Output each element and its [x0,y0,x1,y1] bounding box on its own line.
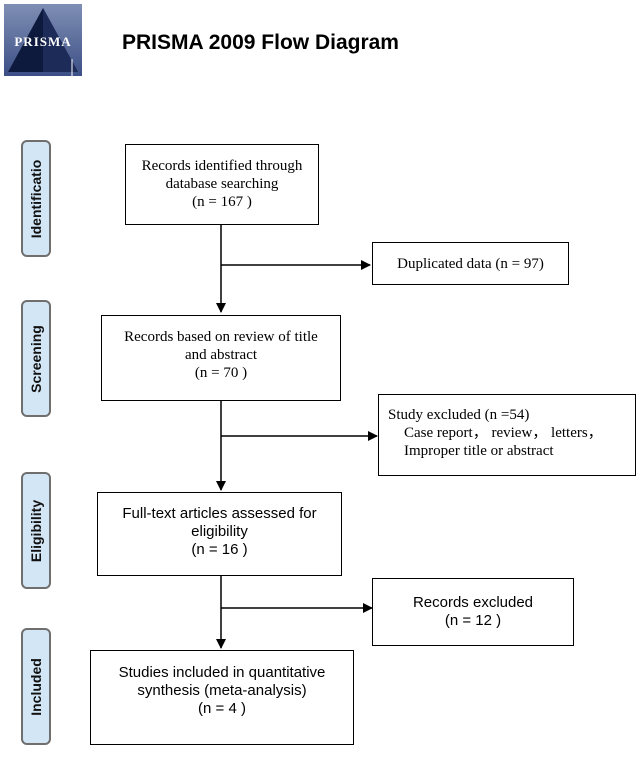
box-screened-count: (n = 70 ) [194,365,248,381]
box-fulltext-line1: Full-text articles assessed for [122,505,317,522]
stage-included: Included [21,628,51,745]
prisma-logo: PRISMA [4,4,82,76]
box-identified-count: (n = 167 ) [192,194,252,210]
box-excluded-line2: Case report， review， letters， [404,425,603,441]
box-excluded-line1: Study excluded (n =54) [388,407,530,423]
box-duplicated-text: Duplicated data (n = 97) [397,256,544,272]
stage-eligibility: Eligibility [21,472,51,589]
box-records-excluded-count: (n = 12 ) [444,612,502,629]
box-identified-line2: database searching [165,176,279,192]
logo-text: PRISMA [14,34,72,49]
logo-triangle-icon [8,8,78,76]
box-included: Studies included in quantitative synthes… [90,650,354,745]
box-included-count: (n = 4 ) [198,700,246,717]
box-screened-line2: and abstract [184,347,258,363]
stage-screening: Screening [21,300,51,417]
box-included-line1: Studies included in quantitative [118,664,326,681]
stage-identification: Identificatio [21,140,51,257]
box-included-line2: synthesis (meta-analysis) [137,682,307,699]
box-fulltext: Full-text articles assessed for eligibil… [97,492,342,576]
box-excluded-line3: Improper title or abstract [404,443,554,459]
box-fulltext-line2: eligibility [191,523,248,540]
box-screened-line1: Records based on review of title [124,329,318,345]
box-study-excluded: Study excluded (n =54) Case report， revi… [378,394,636,476]
box-duplicated: Duplicated data (n = 97) [372,242,569,285]
box-records-identified: Records identified through database sear… [125,144,319,225]
box-fulltext-count: (n = 16 ) [191,541,248,558]
box-records-screened: Records based on review of title and abs… [101,315,341,401]
box-identified-line1: Records identified through [141,158,303,174]
page-title: PRISMA 2009 Flow Diagram [122,31,399,54]
box-records-excluded-line1: Records excluded [412,594,534,611]
box-records-excluded: Records excluded (n = 12 ) [372,578,574,646]
